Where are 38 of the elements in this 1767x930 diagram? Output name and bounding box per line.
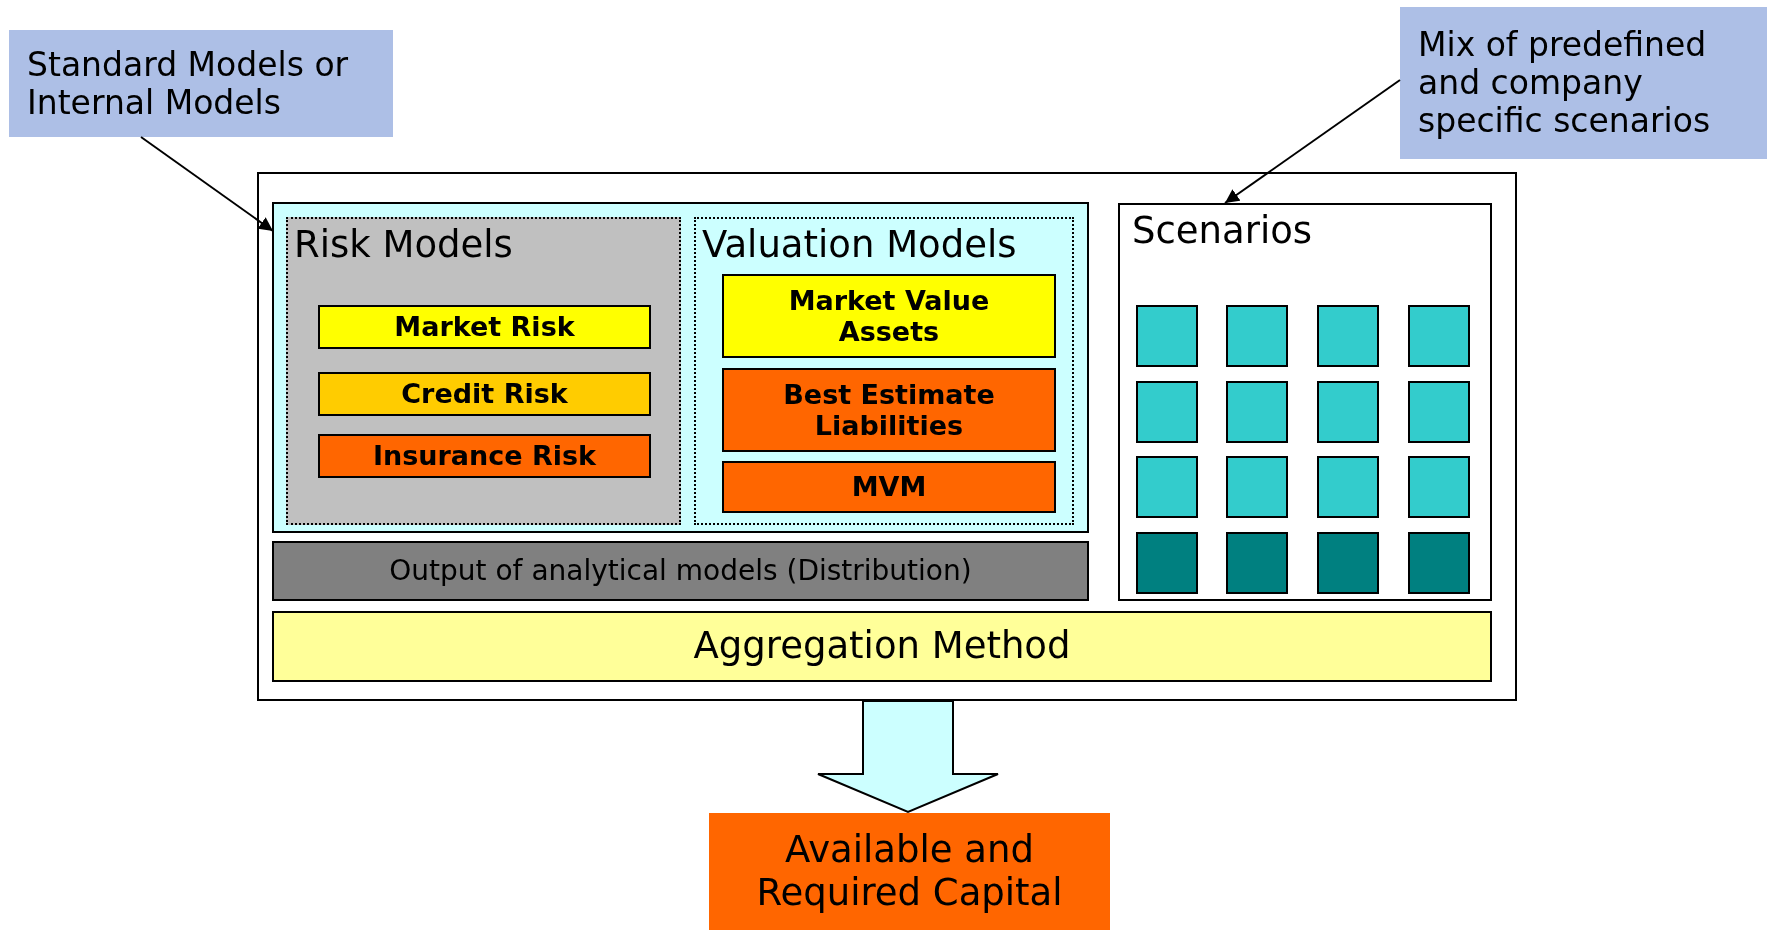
valuation-box: Best Estimate Liabilities: [722, 368, 1056, 452]
scenario-tile: [1226, 305, 1288, 367]
scenario-tile: [1408, 381, 1470, 443]
panel-title: Scenarios: [1132, 211, 1313, 252]
scenario-tile: [1408, 456, 1470, 518]
scenario-tile: [1408, 305, 1470, 367]
panel-title: Risk Models: [294, 225, 513, 266]
valuation-box: Market Value Assets: [722, 274, 1056, 358]
scenario-tile: [1317, 305, 1379, 367]
block-arrow: [817, 700, 999, 814]
callout-box: Standard Models or Internal Models: [9, 30, 393, 137]
aggregation-bar: Aggregation Method: [272, 611, 1492, 682]
models-panel: [272, 202, 1089, 533]
risk-box: Market Risk: [318, 305, 651, 349]
risk-box: Insurance Risk: [318, 434, 651, 478]
risk-box: Credit Risk: [318, 372, 651, 416]
group-panel: [1118, 203, 1492, 601]
result-box: Available and Required Capital: [709, 813, 1110, 930]
callout-box: Mix of predefined and company specific scenarios: [1400, 7, 1767, 159]
scenario-tile: [1317, 456, 1379, 518]
output-bar: Output of analytical models (Distribution): [272, 541, 1089, 601]
scenario-tile: [1408, 532, 1470, 594]
scenario-tile: [1226, 532, 1288, 594]
scenario-tile: [1136, 381, 1198, 443]
panel-title: Valuation Models: [702, 225, 1017, 266]
scenario-tile: [1136, 305, 1198, 367]
group-panel: [286, 217, 681, 525]
leader-line: [1224, 79, 1401, 204]
scenario-tile: [1317, 381, 1379, 443]
scenario-tile: [1136, 532, 1198, 594]
leader-line: [140, 136, 274, 232]
scenario-tile: [1317, 532, 1379, 594]
scenario-tile: [1136, 456, 1198, 518]
scenario-tile: [1226, 456, 1288, 518]
group-panel: [694, 217, 1074, 525]
scenario-tile: [1226, 381, 1288, 443]
frame-box: [257, 172, 1517, 701]
valuation-box: MVM: [722, 461, 1056, 513]
